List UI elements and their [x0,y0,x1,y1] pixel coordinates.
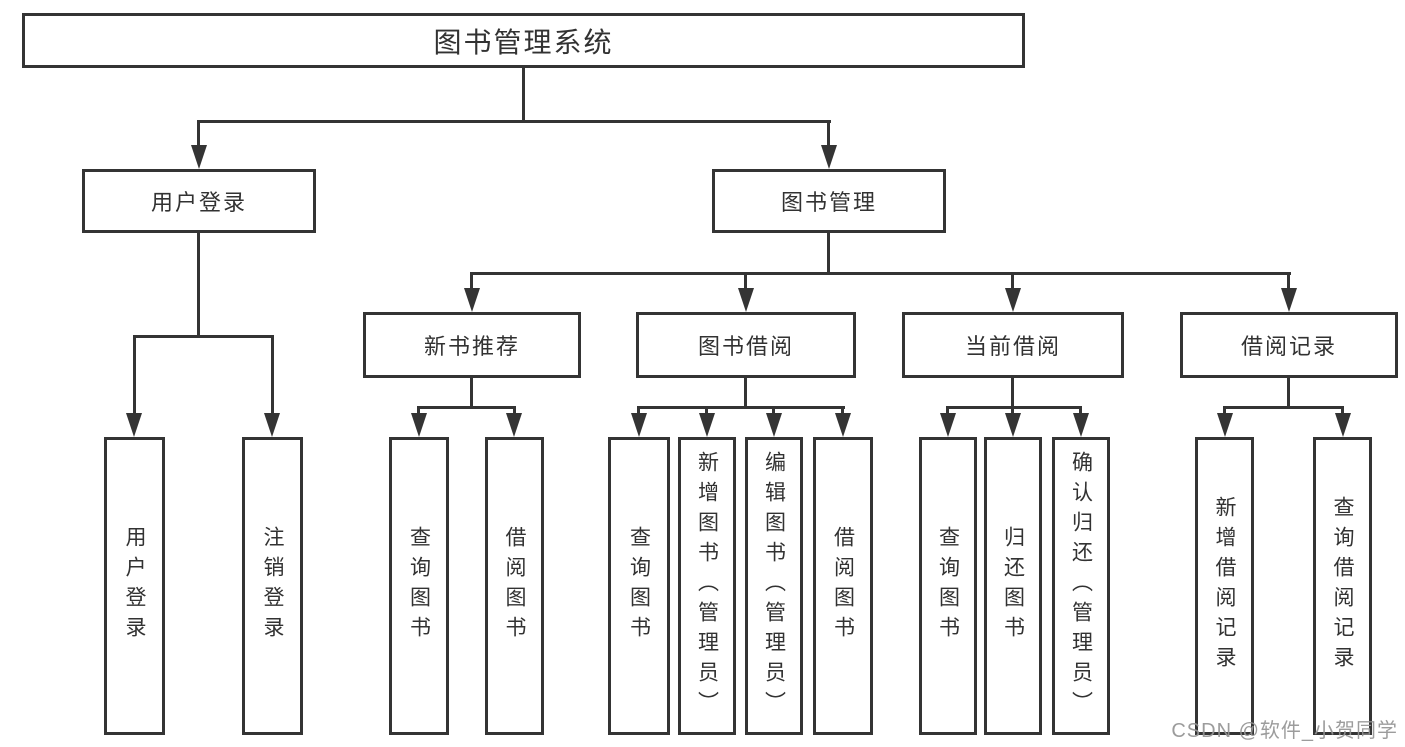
leaf-label: 注销登录 [261,526,284,646]
leaf-label: 借阅图书 [503,526,526,646]
leaf-query-books-1: 查询图书 [389,437,449,735]
csdn-watermark: CSDN @软件_小贺同学 [1171,720,1398,742]
arrow-down-icon [1073,413,1089,437]
node-label: 用户登录 [150,190,247,215]
leaf-label: 借阅图书 [831,526,855,646]
node-label: 图书借阅 [697,334,794,359]
node-borrow-records: 借阅记录 [1180,312,1398,378]
leaf-return-books: 归还图书 [984,437,1042,735]
connector-line [827,120,830,148]
arrow-down-icon [191,145,207,169]
connector-line [705,406,708,416]
leaf-label: 用户登录 [123,526,146,646]
connector-line [470,378,473,409]
node-book-borrowing: 图书借阅 [636,312,856,378]
connector-line [417,406,516,409]
leaf-label: 归还图书 [1001,526,1025,646]
connector-line [271,335,274,415]
node-label: 图书管理 [780,190,877,215]
arrow-down-icon [264,413,280,437]
connector-line [1341,406,1344,416]
leaf-query-books-2: 查询图书 [608,437,670,735]
connector-line [470,272,1291,275]
connector-line [197,233,200,338]
arrow-down-icon [1217,413,1233,437]
arrow-down-icon [821,145,837,169]
connector-line [1011,272,1014,291]
leaf-label: 查询图书 [627,526,651,646]
arrow-down-icon [1335,413,1351,437]
leaf-label: 新增图书（管理员） [695,451,719,721]
node-user-login: 用户登录 [82,169,316,233]
arrow-down-icon [411,413,427,437]
connector-line [522,68,525,123]
leaf-query-books-3: 查询图书 [919,437,977,735]
connector-line [417,406,420,416]
connector-line [513,406,516,416]
connector-line [1287,378,1290,409]
leaf-add-borrow-record: 新增借阅记录 [1195,437,1254,735]
node-label: 图书管理系统 [433,26,614,58]
arrow-down-icon [506,413,522,437]
connector-line [637,406,845,409]
connector-line [841,406,844,416]
connector-line [1011,406,1014,416]
node-label: 新书推荐 [423,334,520,359]
leaf-confirm-return-admin: 确认归还（管理员） [1052,437,1110,735]
arrow-down-icon [126,413,142,437]
connector-line [1011,378,1014,409]
connector-line [1223,406,1344,409]
leaf-logout: 注销登录 [242,437,303,735]
arrow-down-icon [631,413,647,437]
connector-line [1079,406,1082,416]
leaf-edit-books-admin: 编辑图书（管理员） [745,437,803,735]
arrow-down-icon [699,413,715,437]
connector-line [470,272,473,291]
arrow-down-icon [464,288,480,312]
leaf-label: 查询图书 [407,526,431,646]
arrow-down-icon [1005,288,1021,312]
leaf-borrow-books-2: 借阅图书 [813,437,873,735]
connector-line [197,120,831,123]
leaf-label: 新增借阅记录 [1213,496,1236,676]
node-new-book-recommend: 新书推荐 [363,312,581,378]
node-book-management: 图书管理 [712,169,946,233]
leaf-user-login: 用户登录 [104,437,165,735]
node-label: 借阅记录 [1240,334,1337,359]
arrow-down-icon [940,413,956,437]
connector-line [133,335,136,415]
connector-line [1223,406,1226,416]
leaf-borrow-books-1: 借阅图书 [485,437,544,735]
node-label: 当前借阅 [964,334,1061,359]
connector-line [744,272,747,291]
arrow-down-icon [766,413,782,437]
connector-line [772,406,775,416]
connector-line [1287,272,1290,291]
connector-line [197,120,200,148]
connector-line [946,406,949,416]
leaf-label: 编辑图书（管理员） [762,451,786,721]
connector-line [637,406,640,416]
connector-line [744,378,747,409]
arrow-down-icon [835,413,851,437]
leaf-add-books-admin: 新增图书（管理员） [678,437,736,735]
arrow-down-icon [738,288,754,312]
leaf-label: 查询借阅记录 [1331,496,1354,676]
node-current-borrowing: 当前借阅 [902,312,1124,378]
arrow-down-icon [1281,288,1297,312]
connector-line [946,406,1082,409]
leaf-label: 查询图书 [936,526,960,646]
arrow-down-icon [1005,413,1021,437]
leaf-query-borrow-record: 查询借阅记录 [1313,437,1372,735]
connector-line [133,335,274,338]
node-library-management-system: 图书管理系统 [22,13,1025,68]
connector-line [827,233,830,275]
leaf-label: 确认归还（管理员） [1069,451,1093,721]
